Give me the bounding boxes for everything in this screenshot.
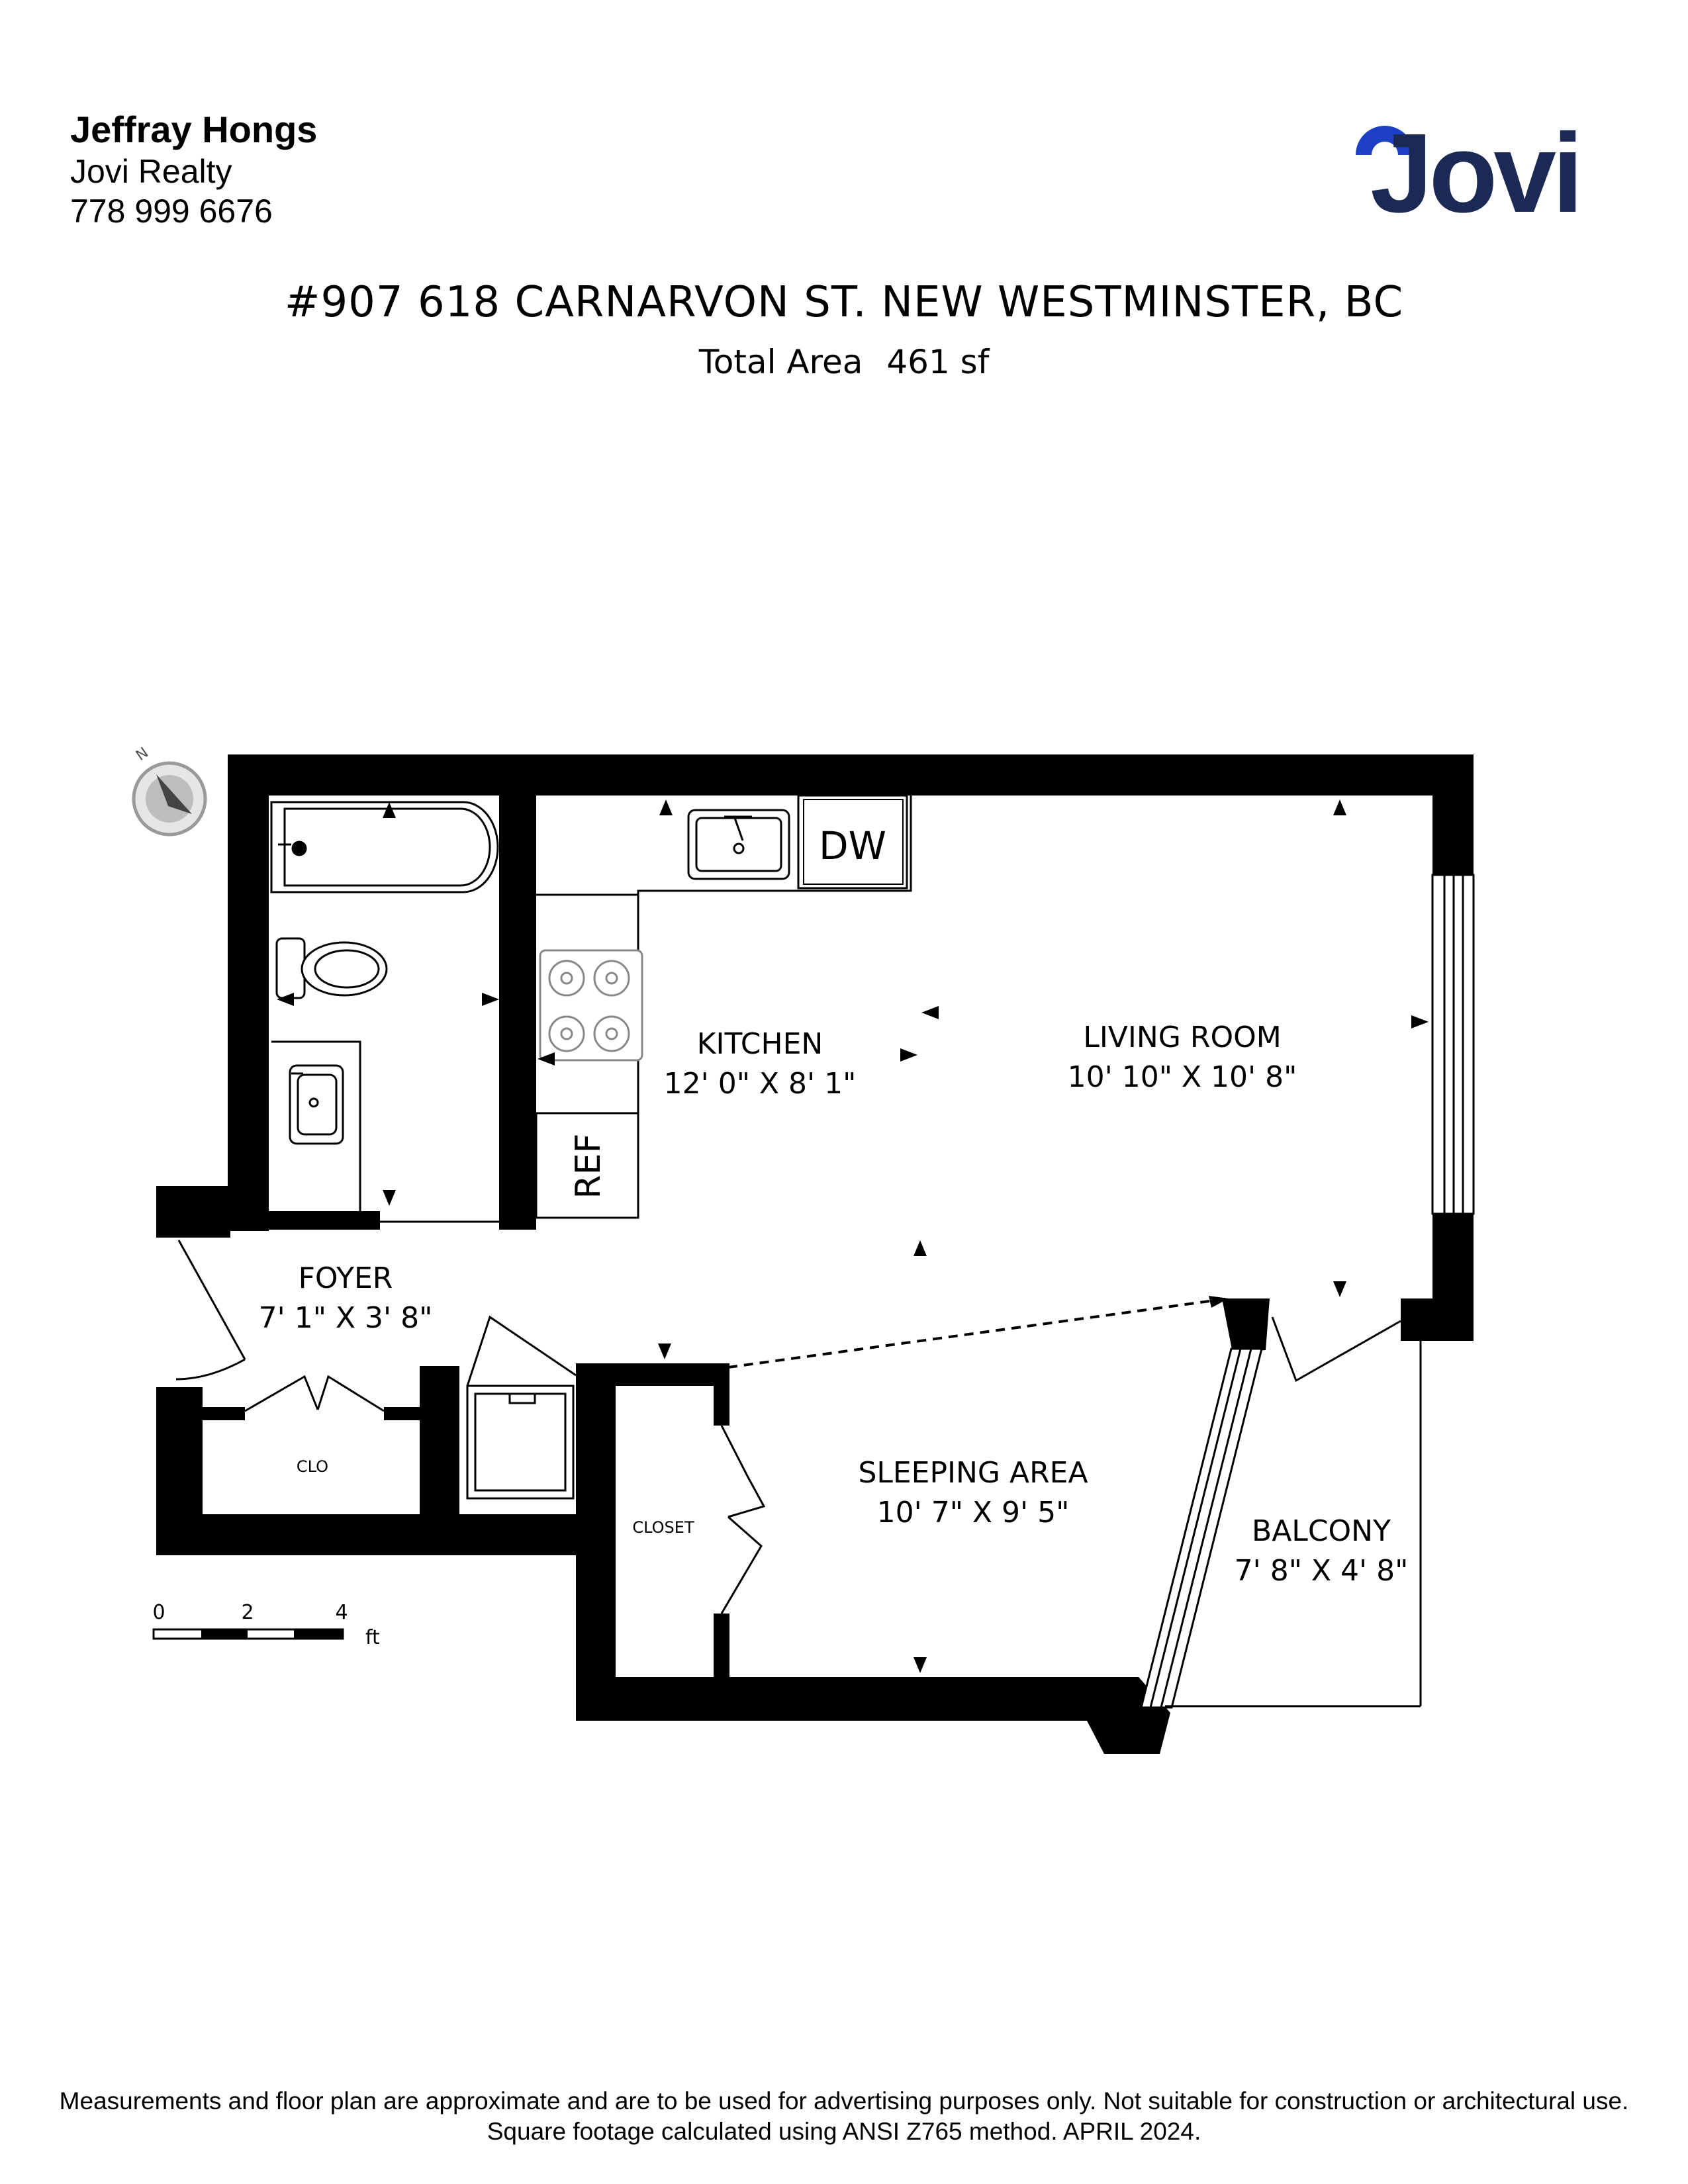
dishwasher-label: DW [819, 823, 886, 868]
clo-closet-doors [244, 1375, 385, 1412]
refrigerator-label: REF [569, 1134, 608, 1199]
bathroom-sink-icon [271, 1040, 361, 1211]
toilet-icon [275, 937, 388, 999]
laundry-unit-icon [466, 1315, 577, 1500]
dimension-arrows [277, 799, 1429, 1673]
agent-company: Jovi Realty [70, 153, 232, 191]
agent-phone: 778 999 6676 [70, 193, 273, 230]
balcony-outline [1165, 1316, 1422, 1707]
arrow-icon [1333, 1281, 1346, 1297]
balcony-name: BALCONY [1252, 1514, 1391, 1548]
scale-unit: ft [365, 1626, 380, 1649]
arrow-icon [921, 1006, 939, 1019]
scale-tick-0: 0 [152, 1601, 165, 1624]
closet-bifold-doors [720, 1425, 766, 1614]
walls [156, 754, 1474, 1754]
arrow-icon [914, 1240, 927, 1256]
total-area-label: Total Area [698, 343, 863, 381]
listing-address: #907 618 CARNARVON ST. NEW WESTMINSTER, … [284, 278, 1404, 327]
compass-north-label: N [133, 745, 152, 764]
divider-arrow-icon [1209, 1296, 1229, 1308]
kitchen-name: KITCHEN [697, 1027, 823, 1061]
arrow-icon [658, 1343, 671, 1359]
disclaimer-line-2: Square footage calculated using ANSI Z76… [487, 2118, 1201, 2146]
clo-label: CLO [297, 1457, 328, 1476]
disclaimer-line-1: Measurements and floor plan are approxim… [59, 2087, 1629, 2115]
living-room-name: LIVING ROOM [1083, 1021, 1281, 1054]
scale-tick-2: 2 [241, 1601, 254, 1624]
total-area: Total Area 461 sf [0, 343, 1688, 381]
dishwasher: DW [797, 794, 908, 889]
living-room-dims: 10' 10" X 10' 8" [1068, 1060, 1297, 1094]
room-labels: KITCHEN 12' 0" X 8' 1" LIVING ROOM 10' 1… [259, 1021, 1409, 1588]
stove-icon [539, 949, 643, 1062]
balcony-dims: 7' 8" X 4' 8" [1235, 1554, 1409, 1588]
scale-tick-4: 4 [335, 1601, 348, 1624]
arrow-icon [538, 1052, 555, 1066]
arrow-icon [482, 993, 499, 1006]
foyer-name: FOYER [299, 1261, 393, 1295]
bathtub-icon [270, 801, 499, 893]
closet-label: CLOSET [632, 1518, 694, 1537]
compass-icon: N [132, 745, 207, 837]
logo-wordmark: Jovi [1370, 114, 1579, 220]
arrow-icon [914, 1657, 927, 1673]
kitchen-sink-icon [687, 809, 790, 880]
balcony-sliding-door [1140, 1347, 1263, 1709]
arrow-icon [659, 799, 673, 815]
scale-bar: 0 2 4 ft [152, 1601, 380, 1649]
arrow-icon [383, 802, 396, 818]
living-room-window [1431, 874, 1475, 1215]
total-area-value: 461 sf [886, 343, 990, 381]
agent-info: Jeffray Hongs Jovi Realty 778 999 6676 [70, 107, 317, 231]
sleeping-area-name: SLEEPING AREA [858, 1456, 1088, 1490]
arrow-icon [277, 993, 294, 1006]
sleeping-area-dims: 10' 7" X 9' 5" [877, 1496, 1070, 1529]
disclaimer: Measurements and floor plan are approxim… [0, 2086, 1688, 2148]
agent-name: Jeffray Hongs [70, 109, 318, 150]
refrigerator: REF [535, 1112, 639, 1219]
entry-door [175, 1240, 246, 1381]
arrow-icon [900, 1048, 917, 1062]
logo-arc-icon [1356, 126, 1414, 155]
room-divider-line [727, 1297, 1229, 1369]
jovi-logo: Jovi [1356, 114, 1583, 220]
arrow-icon [1333, 799, 1346, 815]
arrow-icon [383, 1190, 396, 1206]
arrow-icon [1411, 1015, 1429, 1028]
foyer-dims: 7' 1" X 3' 8" [259, 1301, 433, 1335]
kitchen-dims: 12' 0" X 8' 1" [664, 1067, 857, 1101]
